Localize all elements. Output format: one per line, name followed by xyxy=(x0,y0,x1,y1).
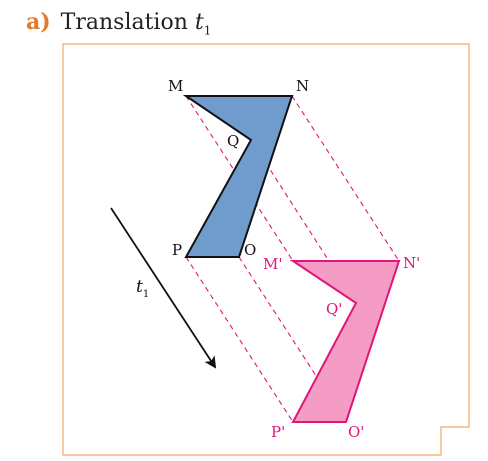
figure-frame xyxy=(62,43,470,456)
vertex-label-p-prime: P' xyxy=(271,423,285,441)
correspondence-lines xyxy=(185,95,400,423)
image-shape xyxy=(289,260,401,423)
heading-variable-subscript: 1 xyxy=(203,23,212,38)
heading-title: Translation xyxy=(60,10,188,35)
original-shape xyxy=(182,95,294,258)
vertex-label-n: N xyxy=(296,77,309,95)
vertex-label-o: O xyxy=(244,241,256,259)
vertex-label-q: Q xyxy=(227,132,239,150)
vertex-label-q-prime: Q' xyxy=(326,300,342,318)
heading-variable: t1 xyxy=(194,10,212,38)
dashed-line-n xyxy=(291,95,400,262)
vertex-label-n-prime: N' xyxy=(403,254,420,272)
vector-label-variable: t xyxy=(136,277,143,297)
vertex-label-o-prime: O' xyxy=(348,423,364,441)
heading-letter: a) xyxy=(26,9,51,35)
vector-label-subscript: 1 xyxy=(143,289,149,300)
dashed-line-m xyxy=(185,95,294,262)
vertex-label-p: P xyxy=(172,241,182,259)
vertex-label-m: M xyxy=(168,77,183,95)
heading-variable-name: t xyxy=(194,10,204,35)
figure-heading: a) Translation t1 xyxy=(26,8,211,44)
vertex-label-m-prime: M' xyxy=(263,255,282,273)
translation-vector-arrow xyxy=(110,207,217,369)
dashed-line-p xyxy=(185,256,294,423)
translation-vector-label: t1 xyxy=(136,277,149,300)
